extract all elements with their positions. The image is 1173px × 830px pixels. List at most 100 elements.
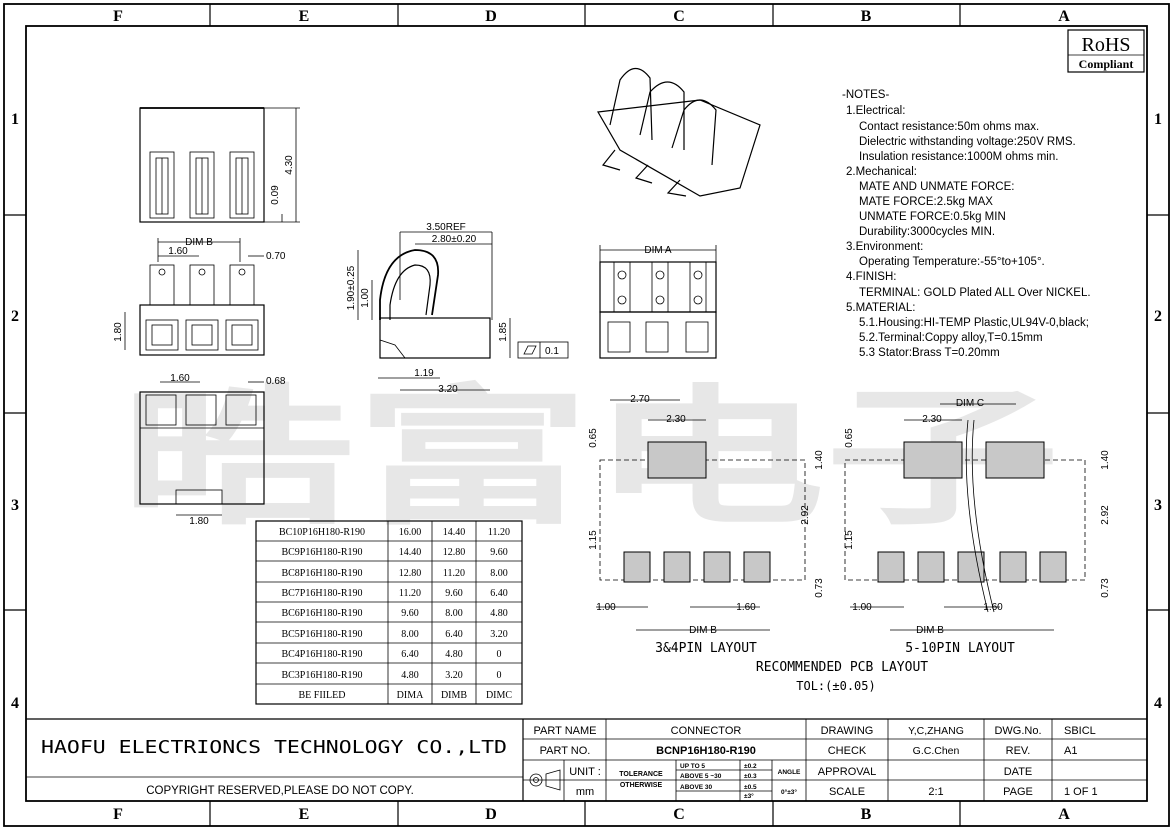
tolerance-value: ±0.5 bbox=[744, 784, 757, 791]
table-cell: 8.00 bbox=[490, 568, 508, 579]
pcb-pad bbox=[917, 551, 945, 583]
tolerance-note: TOL:(±0.05) bbox=[796, 679, 875, 693]
table-cell: BC5P16H180-R190 bbox=[281, 629, 362, 640]
dim-text: 2.80±0.20 bbox=[432, 234, 477, 245]
view-front: DIM A bbox=[599, 245, 717, 359]
table-cell: 4.80 bbox=[490, 608, 508, 619]
note-line: Insulation resistance:1000M ohms min. bbox=[859, 151, 1058, 163]
note-line: Contact resistance:50m ohms max. bbox=[859, 121, 1039, 133]
col-label: D bbox=[485, 806, 497, 823]
table-cell: 6.40 bbox=[490, 588, 508, 599]
col-label: C bbox=[673, 806, 685, 823]
dim-text: 0.73 bbox=[814, 578, 825, 598]
note-line: 3.Environment: bbox=[846, 241, 923, 253]
rohs-title: RoHS bbox=[1082, 34, 1131, 56]
tolerance-range: UP TO 5 bbox=[680, 763, 705, 770]
part-name-value: CONNECTOR bbox=[671, 725, 742, 737]
row-label: 2 bbox=[11, 308, 19, 325]
col-label: B bbox=[861, 8, 872, 25]
row-label: 1 bbox=[1154, 111, 1162, 128]
col-label: D bbox=[485, 8, 497, 25]
note-line: -NOTES- bbox=[842, 89, 889, 101]
table-cell: 6.40 bbox=[401, 649, 419, 660]
table-cell: BC4P16H180-R190 bbox=[281, 649, 362, 660]
table-cell: 0 bbox=[497, 670, 502, 681]
angle-value: 0°±3° bbox=[781, 788, 797, 796]
dim-text: 1.60 bbox=[983, 602, 1003, 613]
company-name: HAOFU ELECTRIONCS TECHNOLOGY CO.,LTD bbox=[41, 737, 507, 758]
table-cell: 11.20 bbox=[443, 568, 465, 579]
col-label: F bbox=[113, 8, 123, 25]
tolerance-range: ABOVE 30 bbox=[680, 784, 713, 791]
col-label: A bbox=[1058, 8, 1070, 25]
drawing-value: Y,C,ZHANG bbox=[908, 725, 964, 737]
part-name-label: PART NAME bbox=[534, 725, 597, 737]
tolerance-label: OTHERWISE bbox=[620, 782, 663, 789]
table-footer-cell: DIMA bbox=[397, 690, 424, 701]
table-cell: 3.20 bbox=[490, 629, 508, 640]
view-rear: 4.30 0.09 bbox=[139, 107, 300, 223]
watermark-text: 晧富电子 bbox=[120, 372, 1060, 546]
dim-text: 2.92 bbox=[800, 505, 811, 525]
note-line: 2.Mechanical: bbox=[846, 166, 917, 178]
pcb-pad bbox=[999, 551, 1027, 583]
pcb-pad bbox=[703, 551, 731, 583]
col-label: C bbox=[673, 8, 685, 25]
table-cell: BC3P16H180-R190 bbox=[281, 670, 362, 681]
row-labels: 1 2 3 4 1 2 3 4 bbox=[11, 111, 1162, 712]
table-cell: 0 bbox=[497, 649, 502, 660]
note-line: MATE FORCE:2.5kg MAX bbox=[859, 196, 993, 208]
note-line: Operating Temperature:-55°to+105°. bbox=[859, 256, 1045, 268]
dim-text: 1.00 bbox=[596, 602, 616, 613]
row-label: 3 bbox=[1154, 497, 1162, 514]
outer-frame bbox=[3, 3, 1170, 827]
table-cell: 9.60 bbox=[490, 547, 508, 558]
dim-text: DIM B bbox=[185, 237, 213, 248]
dim-text: 1.19 bbox=[414, 368, 434, 379]
angle-tolerance: ±3° bbox=[744, 792, 754, 800]
table-cell: 3.20 bbox=[445, 670, 463, 681]
table-footer-cell: BE FIILED bbox=[299, 690, 346, 701]
dim-text: 0.65 bbox=[844, 428, 855, 448]
table-cell: 8.00 bbox=[401, 629, 419, 640]
date-label: DATE bbox=[1004, 766, 1033, 778]
pcb-pad bbox=[663, 551, 691, 583]
pcb-layout-5-10pin: 2.30 DIM C 0.65 1.40 2.92 1.15 0.73 1.00… bbox=[844, 398, 1111, 656]
page-value: 1 OF 1 bbox=[1064, 786, 1098, 798]
dwg-no-label: DWG.No. bbox=[994, 725, 1041, 737]
table-cell: 8.00 bbox=[445, 608, 463, 619]
table-cell: 14.40 bbox=[443, 527, 466, 538]
view-side: 3.50REF 2.80±0.20 1.90±0.25 1.00 1.85 0.… bbox=[346, 222, 569, 395]
dim-text: DIM B bbox=[689, 625, 717, 636]
angle-label: ANGLE bbox=[778, 769, 801, 776]
note-line: 5.1.Housing:HI-TEMP Plastic,UL94V-0,blac… bbox=[859, 317, 1089, 329]
rev-value: A1 bbox=[1064, 745, 1077, 757]
dim-text: 1.40 bbox=[814, 450, 825, 470]
dim-text: DIM B bbox=[916, 625, 944, 636]
note-line: MATE AND UNMATE FORCE: bbox=[859, 181, 1014, 193]
pcb-pad bbox=[743, 551, 771, 583]
dim-text: 1.80 bbox=[113, 322, 124, 342]
dim-text: 1.90±0.25 bbox=[346, 265, 357, 310]
layout-title: 3&4PIN LAYOUT bbox=[655, 641, 757, 656]
table-cell: 12.80 bbox=[399, 568, 422, 579]
dim-text: 1.60 bbox=[170, 373, 190, 384]
rohs-subtitle: Compliant bbox=[1079, 57, 1134, 71]
column-labels-bottom: F E D C B A bbox=[113, 806, 1070, 823]
view-top: DIM B 1.60 0.70 1.80 bbox=[113, 237, 286, 356]
dim-text: 1.80 bbox=[189, 516, 209, 527]
dim-text: DIM A bbox=[644, 245, 672, 256]
dim-text: 1.15 bbox=[588, 530, 599, 550]
table-cell: 6.40 bbox=[445, 629, 463, 640]
view-isometric bbox=[597, 67, 761, 197]
table-cell: 9.60 bbox=[445, 588, 463, 599]
unit-value: mm bbox=[576, 786, 594, 798]
row-label: 2 bbox=[1154, 308, 1162, 325]
dim-text: 2.70 bbox=[630, 394, 650, 405]
table-cell: 12.80 bbox=[443, 547, 466, 558]
dim-text: 3.20 bbox=[438, 384, 458, 395]
pcb-layout-3-4pin: 2.70 2.30 0.65 1.40 2.92 1.15 0.73 1.00 … bbox=[588, 394, 825, 656]
table-cell: BC7P16H180-R190 bbox=[281, 588, 362, 599]
part-no-value: BCNP16H180-R190 bbox=[656, 745, 756, 757]
